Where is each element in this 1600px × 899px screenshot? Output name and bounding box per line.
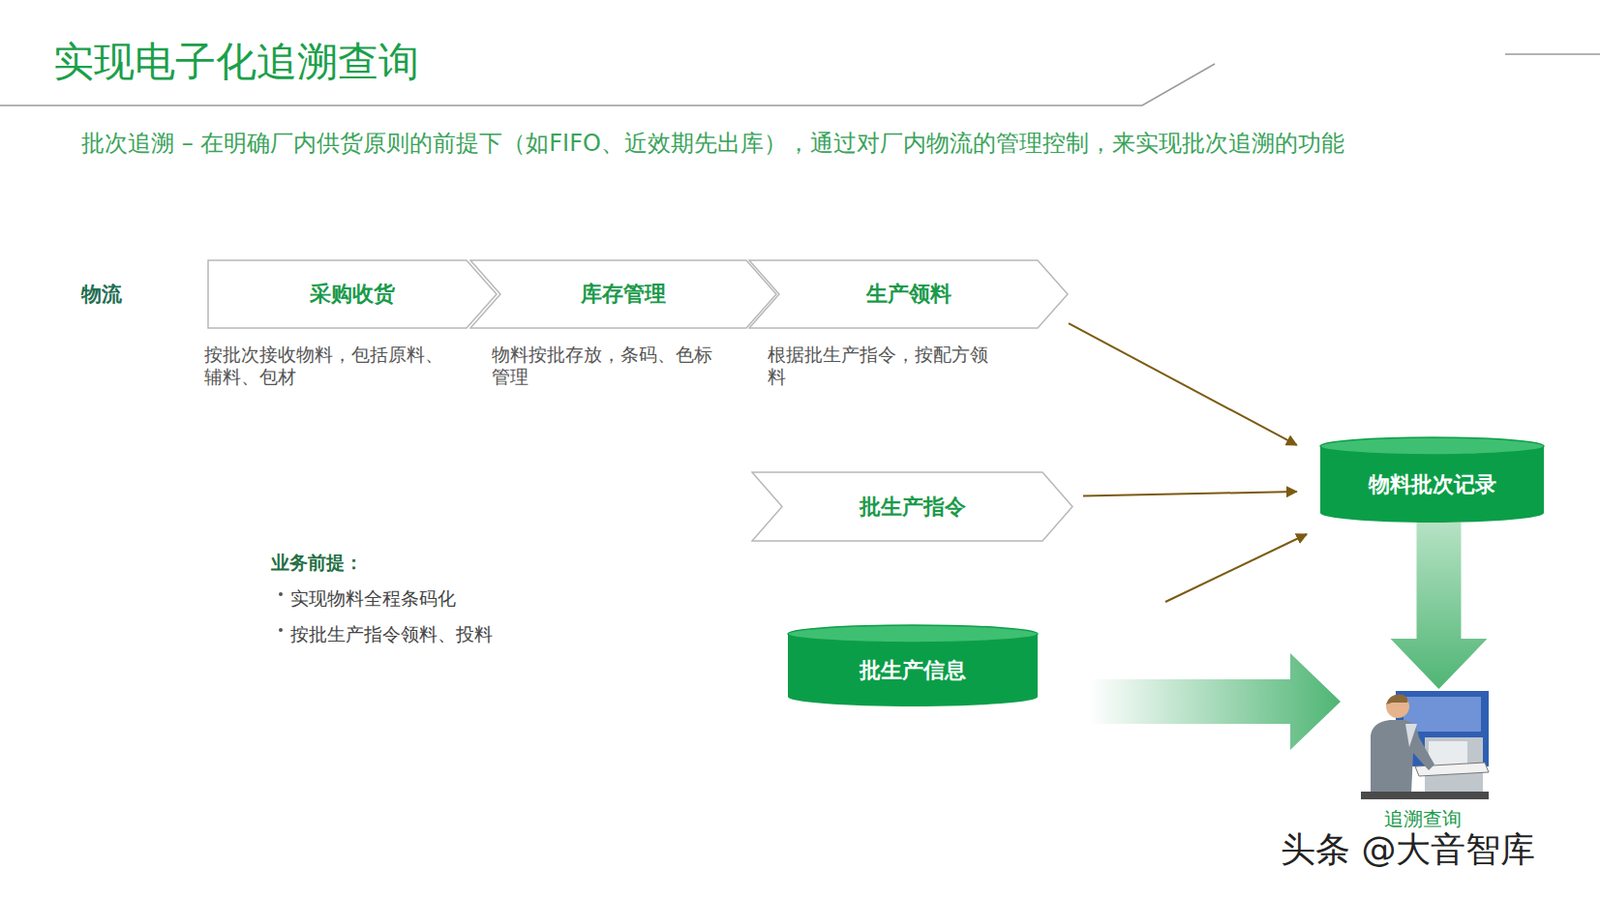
data-arrow — [1068, 323, 1298, 446]
chevron-outline — [470, 260, 777, 329]
cylinder-top — [787, 625, 1038, 643]
watermark: 头条 @大音智库 — [1280, 828, 1536, 872]
node-label: 采购收货 — [309, 279, 395, 309]
step-note: 根据批生产指令，按配方领料 — [767, 343, 1000, 389]
user-figure: 追溯查询 — [1340, 689, 1506, 835]
chevron-outline — [749, 260, 1068, 329]
flow-arrow — [1389, 522, 1487, 690]
page-title: 实现电子化追溯查询 — [53, 34, 420, 90]
node-label: 批生产信息 — [859, 646, 967, 686]
flow-arrow — [1088, 653, 1341, 751]
intro-text: 批次追溯 – 在明确厂内供货原则的前提下（如FIFO、近效期先出库），通过对厂内… — [81, 118, 1359, 169]
cylinder-body — [787, 633, 1038, 707]
figure-caption: 追溯查询 — [1384, 806, 1462, 835]
chevron-outline — [752, 472, 1073, 542]
process-chevron: 库存管理 — [469, 259, 778, 330]
chevron-outline — [208, 260, 497, 329]
person-illustration — [1360, 691, 1489, 800]
step-note: 按批次接收物料，包括原料、辅料、包材 — [204, 343, 452, 389]
feed-arrow — [1165, 534, 1307, 603]
database-cylinder: 批生产信息 — [786, 624, 1039, 707]
premise-item: 实现物料全程条码化 — [290, 586, 456, 610]
node-label: 生产领料 — [866, 279, 952, 309]
cylinder-body — [1320, 446, 1544, 523]
step-note: 物料按批存放，条码、色标管理 — [491, 343, 725, 389]
node-label: 物料批次记录 — [1368, 460, 1497, 500]
data-arrow — [1083, 491, 1298, 497]
premise-heading: 业务前提： — [271, 550, 363, 574]
row-label: 物流 — [81, 280, 122, 308]
process-chevron: 生产领料 — [748, 259, 1069, 330]
node-label: 库存管理 — [580, 279, 666, 309]
node-label: 批生产指令 — [859, 492, 967, 522]
cylinder-top — [1320, 437, 1544, 455]
database-cylinder: 物料批次记录 — [1319, 436, 1545, 523]
corner-rule — [1505, 53, 1600, 56]
process-chevron: 采购收货 — [207, 259, 498, 330]
premise-item: 按批生产指令领料、投料 — [290, 622, 493, 646]
process-chevron: 批生产指令 — [751, 471, 1074, 543]
